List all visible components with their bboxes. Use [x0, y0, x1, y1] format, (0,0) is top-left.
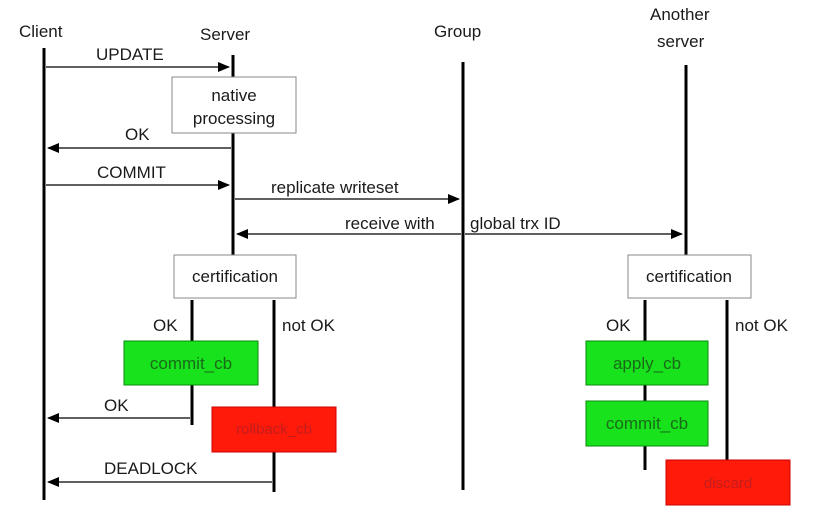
- update-label: UPDATE: [96, 45, 164, 64]
- other-commit-cb-label: commit_cb: [606, 414, 688, 433]
- server-commit-cb-box: [123, 340, 259, 386]
- server-not-ok-branch-label: not OK: [282, 316, 336, 335]
- replicate-label: replicate writeset: [271, 178, 399, 197]
- deadlock-label: DEADLOCK: [104, 459, 198, 478]
- participant-another-server-line2: server: [657, 32, 705, 51]
- other-ok-branch-label: OK: [606, 316, 631, 335]
- server-certification-box: [173, 254, 297, 299]
- participant-server: Server: [200, 25, 250, 44]
- server-rollback-cb-box: [211, 406, 337, 453]
- server-rollback-cb-label: rollback_cb: [236, 421, 312, 438]
- participant-group: Group: [434, 22, 481, 41]
- other-discard-box: [665, 459, 791, 506]
- other-apply-cb-box: [585, 340, 709, 386]
- commit-label: COMMIT: [97, 163, 166, 182]
- other-certification-box: [627, 254, 752, 299]
- server-commit-cb-label: commit_cb: [150, 354, 232, 373]
- other-commit-cb-box: [585, 400, 709, 447]
- ok-label-1: OK: [125, 125, 150, 144]
- receive-label: receive with: [345, 214, 435, 233]
- server-ok-branch-label: OK: [153, 316, 178, 335]
- other-not-ok-branch-label: not OK: [735, 316, 789, 335]
- server-certification-label: certification: [192, 267, 278, 286]
- native-processing-box: [171, 76, 297, 134]
- other-certification-label: certification: [646, 267, 732, 286]
- participant-client: Client: [19, 22, 63, 41]
- other-discard-label: discard: [704, 475, 752, 492]
- other-apply-cb-label: apply_cb: [613, 354, 681, 373]
- participant-another-server-line1: Another: [650, 5, 710, 24]
- ok-label-2: OK: [104, 396, 129, 415]
- native-label-line1: native: [211, 86, 256, 105]
- native-label-line2: processing: [193, 109, 275, 128]
- global-trx-label: global trx ID: [470, 214, 561, 233]
